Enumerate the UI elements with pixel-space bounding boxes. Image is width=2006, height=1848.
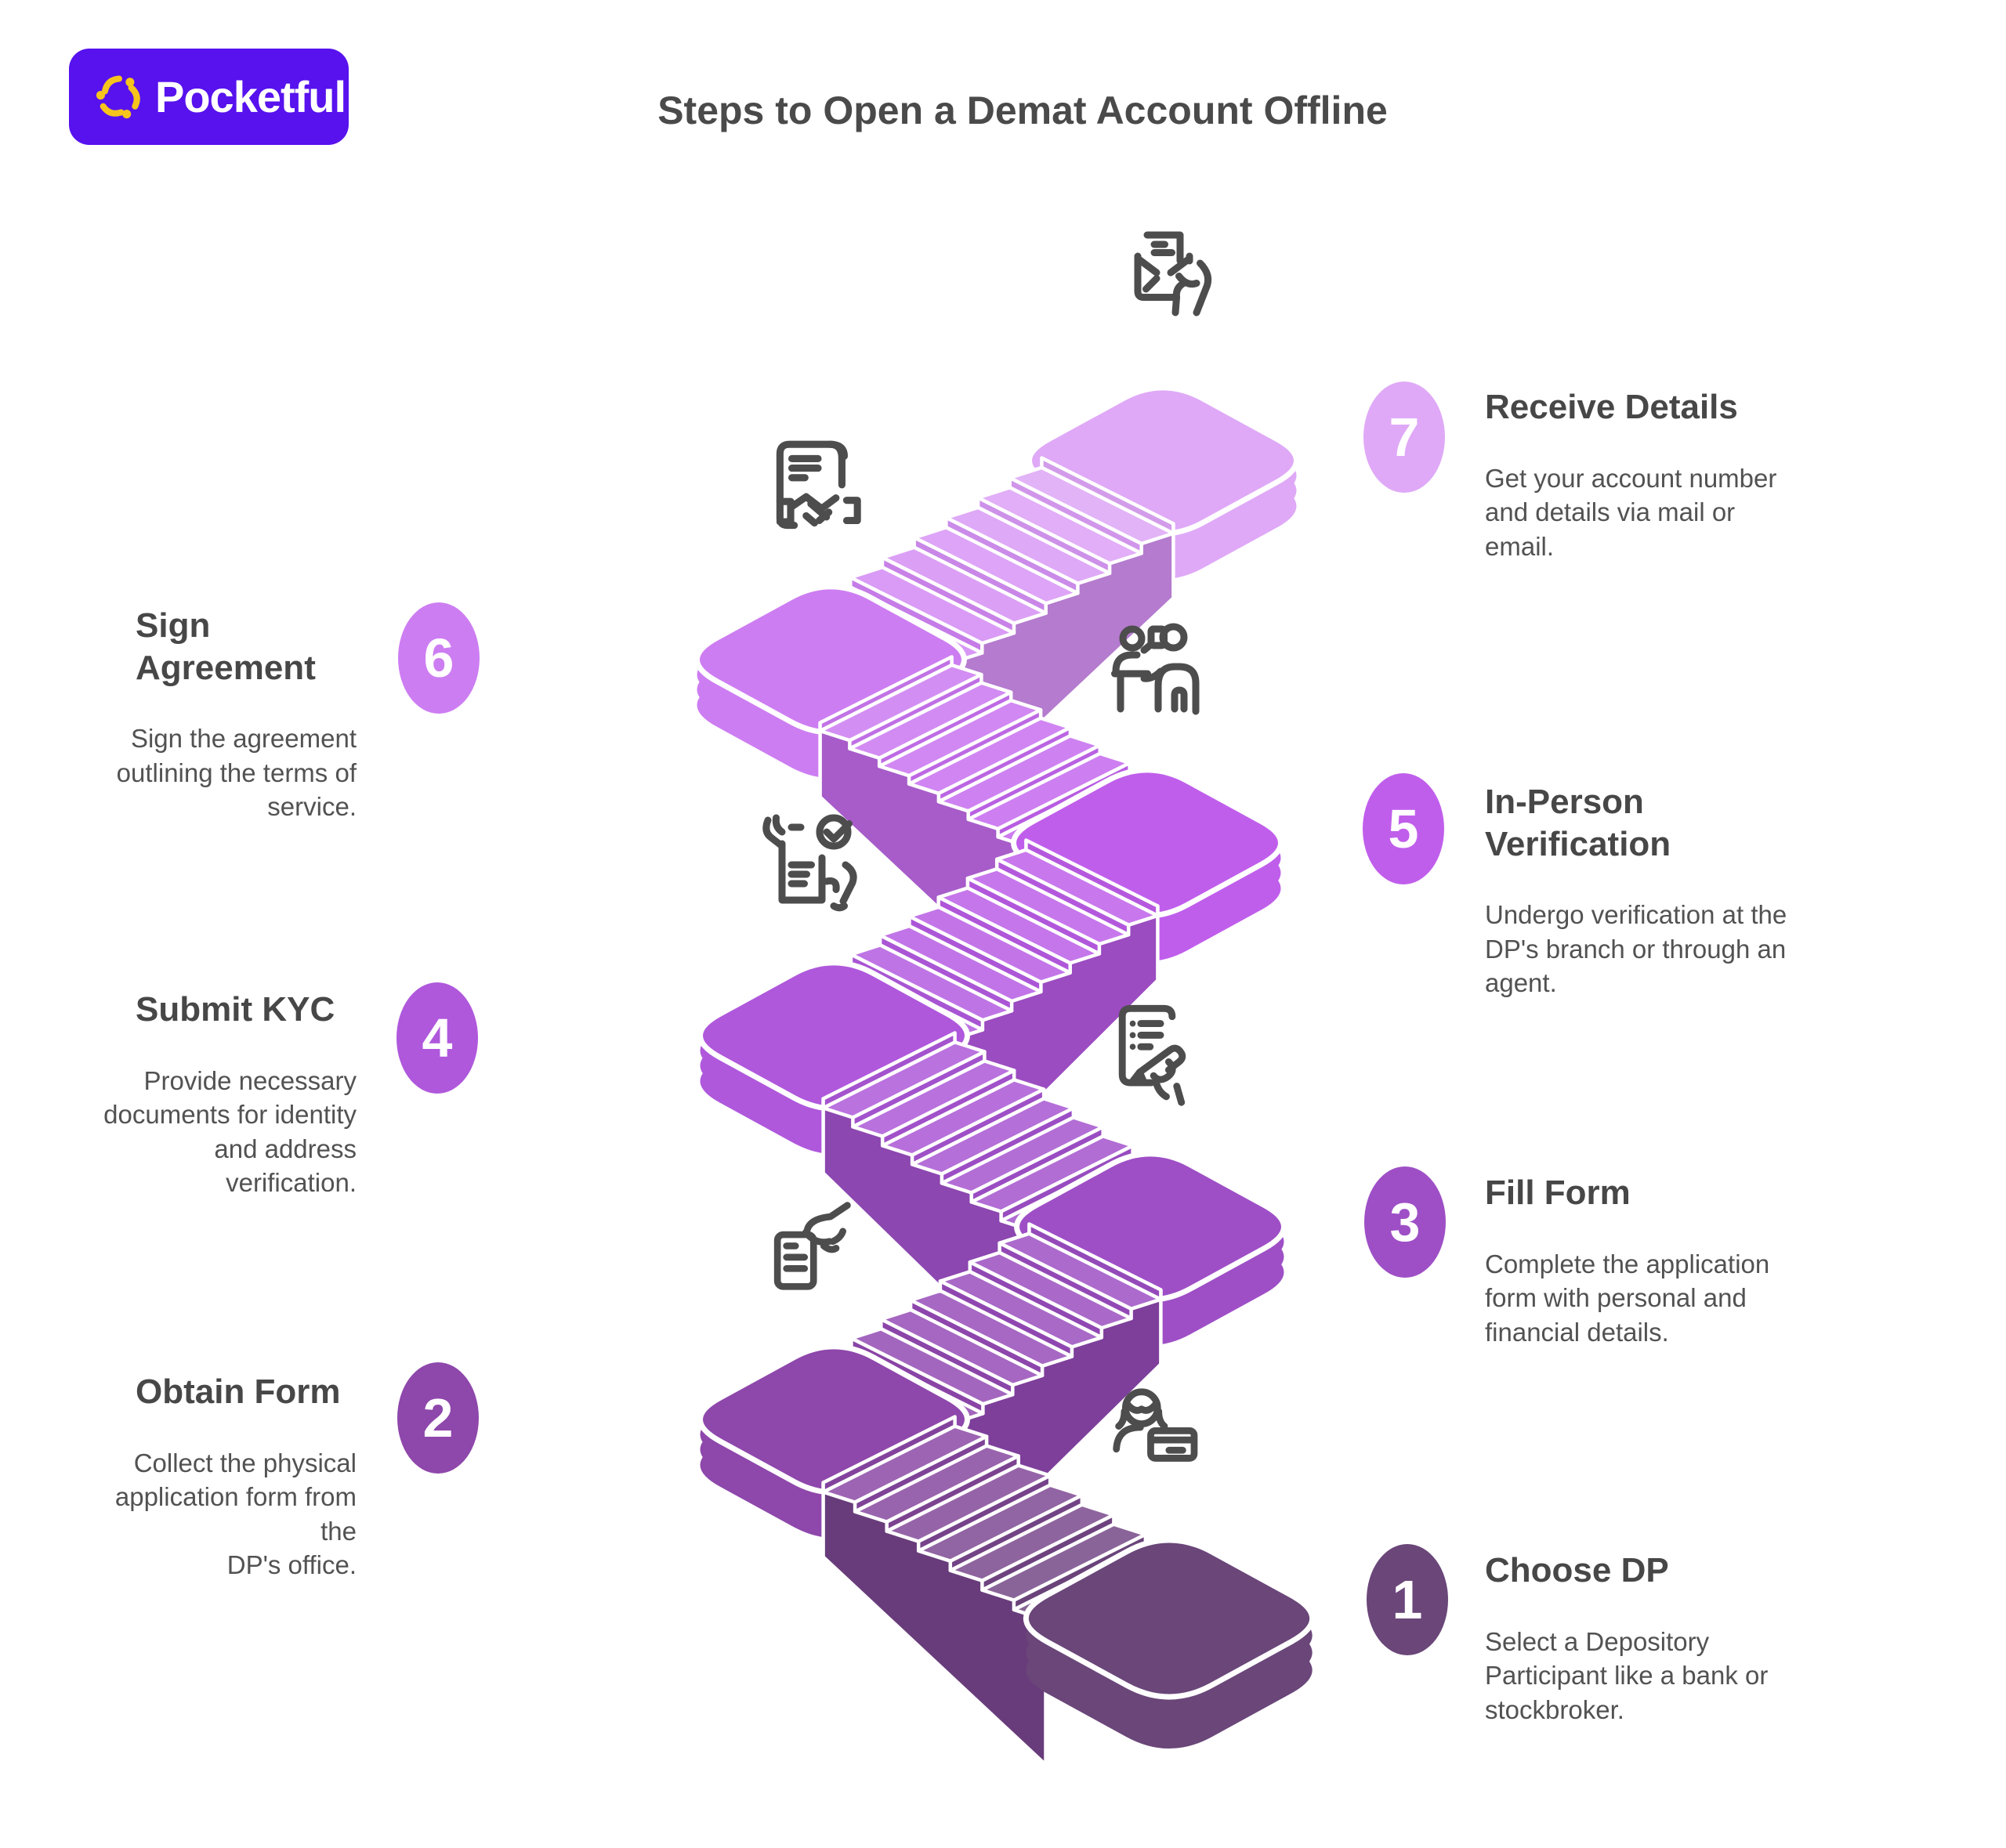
step-description: Select a Depository Participant like a b… [1485,1626,1769,1724]
in-person-verification-icon [1106,619,1224,738]
step-title: In-Person Verification [1485,783,1671,863]
step-title: Submit KYC [136,990,335,1029]
step-badge-5: 5 [1363,773,1444,884]
step-badge-2: 2 [397,1362,479,1474]
step-description: Provide necessary documents for identity… [103,1065,357,1198]
step-title: Fill Form [1485,1174,1631,1212]
step-description: Collect the physical application form fr… [114,1448,357,1580]
logo-text: Pocketful [155,72,346,121]
sign-agreement-icon [759,432,878,552]
step-block-1: Choose DP Select a Depository Participan… [1485,1550,1924,1727]
receive-mail-icon [1107,227,1225,346]
step-description: Undergo verification at the DP's branch … [1485,900,1787,998]
person-card-icon [1106,1385,1223,1499]
step-title: Sign Agreement [136,606,316,687]
step-block-2: Obtain Form Collect the physical applica… [92,1371,357,1582]
step-badge-7: 7 [1363,382,1445,493]
page-title: Steps to Open a Demat Account Offline [657,89,1388,132]
step-block-4: Submit KYC Provide necessary documents f… [92,989,357,1200]
step-title: Obtain Form [136,1372,341,1411]
pocketful-logo: Pocketful [69,49,349,145]
step-description: Get your account number and details via … [1485,463,1777,561]
step-block-6: Sign Agreement Sign the agreement outlin… [92,605,357,824]
hand-taking-form-icon [762,1197,874,1313]
step-title: Receive Details [1485,388,1738,426]
step-badge-3: 3 [1364,1166,1446,1278]
step-badge-1: 1 [1367,1544,1448,1655]
step-badge-4: 4 [396,982,478,1094]
form-writing-icon [1104,1000,1222,1116]
step-title: Choose DP [1485,1551,1669,1589]
step-block-3: Fill Form Complete the application form … [1485,1172,1924,1349]
pocketful-flower-icon [96,75,140,118]
step-description: Complete the application form with perso… [1485,1249,1770,1347]
platform-step-1 [1023,1537,1315,1749]
step-badge-6: 6 [398,602,480,714]
kyc-documents-icon [757,813,878,931]
step-block-5: In-Person Verification Undergo verificat… [1485,781,1924,1000]
step-block-7: Receive Details Get your account number … [1485,386,1924,563]
platform-step-5 [1011,767,1284,962]
step-description: Sign the agreement outlining the terms o… [116,724,357,822]
